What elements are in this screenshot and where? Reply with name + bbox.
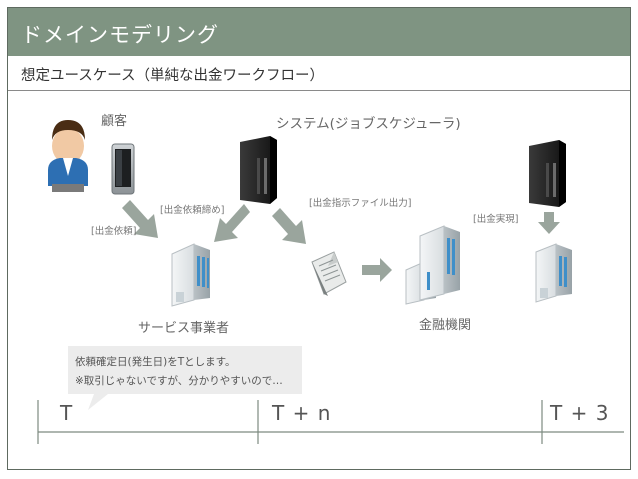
slide-subtitle: 想定ユースケース（単純な出金ワークフロー） [21,68,325,84]
workflow-diagram [37,120,624,444]
financial-institution-label: 金融機関 [419,318,472,333]
server-icon-right [529,140,566,207]
executed-building-icon [535,243,572,303]
smartphone-icon [111,143,135,195]
callout-bubble [68,346,302,410]
callout-line-2: ※取引じゃないですが、分かりやすいので… [75,375,283,387]
callout-line-1: 依頼確定日(発生日)をTとします。 [75,356,236,368]
slide: ドメインモデリング 想定ユースケース（単純な出金ワークフロー） [7,7,631,470]
arrow-file-output [272,208,306,244]
timeline-label-t-plus-n: T + n [272,401,332,425]
system-label: システム(ジョブスケジューラ) [276,116,461,132]
document-icon [311,251,347,296]
timeline-label-t-plus-3: T + 3 [550,401,610,425]
arrow-executed [538,212,560,234]
server-icon [240,136,277,204]
timeline-axis [37,400,624,444]
customer-person-icon [48,120,88,192]
financial-institution-building-icon [405,225,460,305]
flow-label-executed: [出金実現] [473,214,519,225]
arrow-request [122,200,158,238]
flow-label-request: [出金依頼] [91,226,137,237]
timeline-label-t: T [60,401,74,425]
arrow-to-bank [362,258,392,282]
customer-label: 顧客 [101,114,128,129]
subtitle-divider [8,90,630,91]
title-bar: ドメインモデリング [8,8,630,56]
slide-title: ドメインモデリング [21,23,219,47]
flow-arrows [122,200,560,282]
flow-label-deadline: [出金依頼締め] [160,205,225,216]
service-provider-label: サービス事業者 [138,321,230,336]
service-provider-building-icon [171,243,210,307]
arrow-deadline [214,204,250,242]
flow-label-file-output: [出金指示ファイル出力] [309,198,412,209]
